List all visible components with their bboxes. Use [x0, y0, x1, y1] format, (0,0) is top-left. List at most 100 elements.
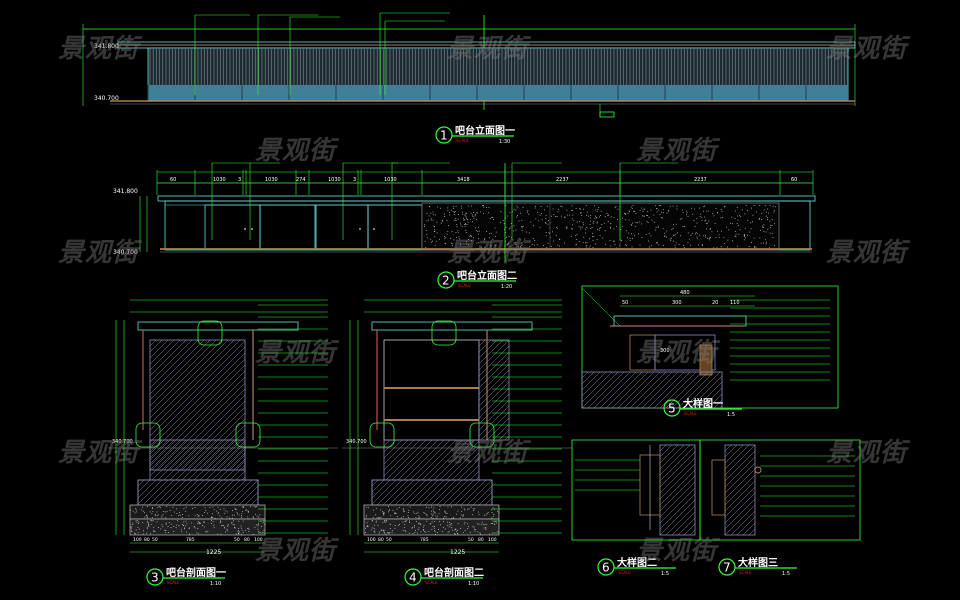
- speckle: [705, 219, 707, 221]
- speckle: [582, 242, 584, 243]
- speckle: [151, 513, 153, 515]
- speckle: [398, 507, 400, 508]
- speckle: [160, 506, 161, 508]
- speckle: [234, 527, 236, 529]
- speckle: [489, 241, 491, 243]
- speckle: [648, 240, 650, 242]
- speckle: [543, 245, 545, 246]
- hatch-line: [196, 480, 223, 505]
- hatch-line: [256, 503, 258, 505]
- speckle: [575, 243, 577, 245]
- cavity: [654, 334, 716, 371]
- speckle: [374, 530, 376, 532]
- speckle: [717, 230, 719, 232]
- speckle: [153, 527, 155, 529]
- speckle: [538, 220, 540, 222]
- cabinet-frame: [383, 339, 480, 441]
- hatch-line: [463, 464, 479, 480]
- speckle: [130, 527, 132, 528]
- speckle: [451, 523, 452, 524]
- hatch-line: [391, 440, 433, 480]
- speckle: [494, 523, 495, 525]
- speckle: [402, 521, 404, 523]
- speckle: [484, 239, 485, 241]
- speckle: [765, 231, 767, 233]
- speckle: [198, 533, 199, 535]
- speckle: [445, 512, 447, 514]
- speckle: [414, 512, 416, 514]
- speckle: [238, 533, 240, 535]
- speckle: [547, 242, 549, 244]
- speckle: [236, 511, 238, 513]
- hatch-line: [599, 372, 637, 408]
- speckle: [203, 526, 205, 528]
- speckle: [426, 234, 428, 235]
- speckle: [598, 229, 600, 231]
- speckle: [531, 244, 533, 245]
- speckle: [765, 211, 767, 213]
- speckle: [520, 247, 522, 249]
- scale-tag: SCALE: [456, 138, 469, 143]
- speckle: [425, 229, 427, 231]
- hatch-line: [665, 505, 695, 535]
- speckle: [563, 242, 565, 244]
- speckle: [496, 522, 497, 524]
- speckle: [241, 527, 242, 529]
- stone-texture: [365, 506, 500, 519]
- speckle: [491, 512, 493, 513]
- speckle: [706, 237, 708, 239]
- speckle: [404, 523, 406, 525]
- slab-hatch: [581, 371, 723, 409]
- speckle: [658, 209, 660, 211]
- speckle: [472, 216, 474, 217]
- dimension-text: 2237: [556, 177, 569, 183]
- speckle: [247, 516, 249, 518]
- speckle: [456, 226, 458, 228]
- speckle: [181, 529, 183, 531]
- scale-value: 1:5: [727, 412, 735, 418]
- speckle: [162, 513, 164, 515]
- speckle: [646, 215, 648, 216]
- speckle: [460, 244, 461, 246]
- hatch-line: [217, 452, 245, 480]
- speckle: [411, 527, 413, 529]
- speckle: [367, 526, 369, 528]
- speckle: [773, 211, 775, 213]
- hatch-line: [683, 523, 695, 535]
- speckle: [753, 237, 755, 239]
- speckle: [581, 212, 582, 214]
- speckle: [517, 207, 519, 209]
- speckle: [486, 524, 488, 526]
- speckle: [493, 513, 495, 515]
- speckle: [436, 517, 438, 519]
- speckle: [449, 524, 451, 526]
- speckle: [430, 523, 432, 525]
- hatch-line: [232, 480, 258, 505]
- speckle: [614, 243, 616, 245]
- speckle: [157, 506, 159, 508]
- speckle: [462, 531, 464, 533]
- view-number: 4: [409, 571, 417, 585]
- speckle: [747, 234, 748, 236]
- speckle: [138, 523, 139, 524]
- dimension-text: 2237: [694, 177, 707, 183]
- speckle: [188, 515, 190, 517]
- speckle: [435, 533, 437, 535]
- hatch-line: [175, 440, 217, 480]
- speckle: [681, 218, 683, 219]
- hatch-line: [382, 480, 409, 505]
- speckle: [245, 529, 246, 531]
- note-tag: [599, 111, 615, 118]
- speckle: [596, 217, 598, 219]
- speckle: [138, 521, 140, 523]
- hatch-line: [479, 381, 509, 413]
- speckle: [709, 236, 711, 238]
- speckle: [765, 215, 767, 217]
- hatch-line: [480, 411, 509, 440]
- speckle: [751, 241, 752, 243]
- hatch-line: [150, 340, 187, 377]
- speckle: [456, 513, 457, 515]
- speckle: [704, 205, 705, 207]
